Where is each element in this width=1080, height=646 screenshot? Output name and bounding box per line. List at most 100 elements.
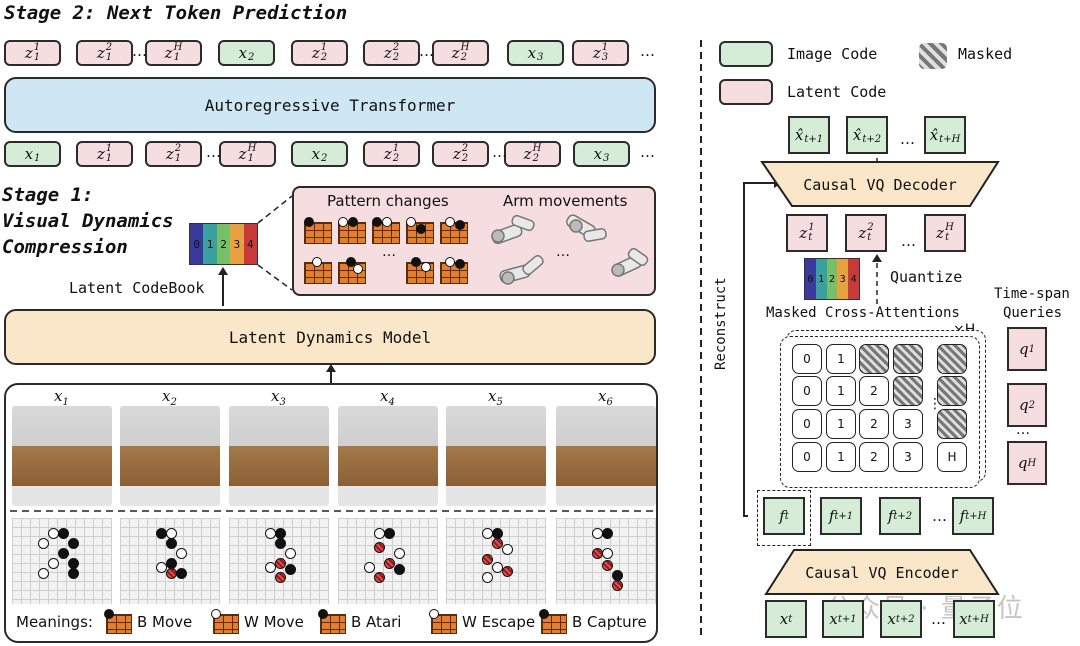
stage1-title-line3: Compression bbox=[2, 236, 128, 258]
meaning-board-0 bbox=[106, 614, 132, 634]
meaning-stone-1 bbox=[211, 609, 221, 619]
frame-image-3 bbox=[338, 406, 438, 506]
mask-cell-0-0: 0 bbox=[792, 344, 822, 374]
masked-cross-attentions-label: Masked Cross-Attentions bbox=[766, 305, 960, 321]
go-stone-2-2 bbox=[275, 538, 286, 549]
go-stone-4-3 bbox=[502, 544, 513, 555]
pattern-stone-8-1 bbox=[455, 259, 465, 269]
bottom-token-4: x 2 bbox=[291, 141, 348, 167]
arrow-head-codebook bbox=[218, 267, 228, 275]
inputs-ellipsis: … bbox=[931, 610, 946, 628]
go-stone-5-1 bbox=[602, 528, 613, 539]
meaning-board-3 bbox=[431, 614, 457, 634]
go-stone-3-5 bbox=[364, 562, 375, 573]
frame-image-1 bbox=[120, 406, 220, 506]
frame-image-4 bbox=[446, 406, 546, 506]
reconstruct-line bbox=[743, 182, 776, 517]
pattern-stone-0-0 bbox=[304, 217, 314, 227]
arm-sketch-2 bbox=[499, 254, 544, 285]
go-stone-4-6 bbox=[502, 566, 513, 577]
codebook-main-code-3: 3 bbox=[230, 224, 244, 264]
meaning-label-4: B Capture bbox=[572, 613, 647, 631]
meanings-label: Meanings: bbox=[16, 613, 93, 631]
go-board-0 bbox=[12, 518, 112, 604]
codebook-small-code-1: 1 bbox=[815, 259, 827, 299]
meaning-board-4 bbox=[541, 614, 567, 634]
frame-image-0 bbox=[12, 406, 112, 506]
frame-image-5 bbox=[556, 406, 656, 506]
go-stone-3-4 bbox=[384, 558, 395, 569]
arm-sketch-1 bbox=[491, 214, 535, 245]
mask-cell-1-5 bbox=[937, 376, 967, 406]
mask-cell-0-1: 1 bbox=[826, 344, 856, 374]
latent-dynamics-model: Latent Dynamics Model bbox=[4, 309, 656, 365]
go-stone-4-2 bbox=[492, 538, 503, 549]
bottom-token-0: x 1 bbox=[4, 141, 61, 167]
codebook-small-code-0: 0 bbox=[805, 259, 816, 299]
legend-masked-label: Masked bbox=[958, 45, 1013, 63]
meaning-label-1: W Move bbox=[244, 613, 304, 631]
go-stone-5-6 bbox=[612, 580, 623, 591]
latents-ellipsis: … bbox=[901, 232, 916, 250]
top-token-3: x 2 bbox=[218, 40, 275, 66]
mask-cell-0-3 bbox=[893, 344, 923, 374]
decoder-output-0: x̂ t+1 bbox=[788, 116, 830, 154]
top-ellipsis-2: … bbox=[640, 42, 655, 60]
pattern-changes-title: Pattern changes bbox=[327, 192, 449, 210]
go-stone-0-4 bbox=[58, 548, 69, 559]
go-stone-1-6 bbox=[176, 568, 187, 579]
go-stone-3-6 bbox=[394, 564, 405, 575]
mask-cell-3-0: 0 bbox=[792, 442, 822, 472]
go-board-4 bbox=[446, 518, 546, 604]
codebook-main-code-1: 1 bbox=[203, 224, 217, 264]
go-stone-4-7 bbox=[482, 572, 493, 583]
meaning-label-3: W Escape bbox=[462, 613, 536, 631]
arm-ellipsis: … bbox=[556, 244, 570, 260]
go-stone-1-7 bbox=[166, 568, 177, 579]
go-stone-0-8 bbox=[68, 568, 79, 579]
codebook-main-code-2: 2 bbox=[216, 224, 231, 264]
pattern-board-1 bbox=[338, 222, 366, 244]
mask-cell-1-0: 0 bbox=[792, 376, 822, 406]
pattern-stone-6-1 bbox=[353, 264, 363, 274]
frame-label-2: x3 bbox=[271, 387, 286, 408]
pattern-stone-2-1 bbox=[382, 217, 392, 227]
frame-label-5: x6 bbox=[598, 387, 613, 408]
pattern-stone-1-0 bbox=[338, 217, 348, 227]
arm-illustrations bbox=[491, 214, 649, 285]
go-stone-0-2 bbox=[38, 538, 49, 549]
go-stone-3-7 bbox=[374, 572, 385, 583]
codebook-small-code-2: 2 bbox=[826, 259, 838, 299]
mask-cell-1-3 bbox=[893, 376, 923, 406]
features-ellipsis: … bbox=[932, 507, 947, 525]
mask-cell-1-1: 1 bbox=[826, 376, 856, 406]
pattern-stone-3-1 bbox=[416, 224, 426, 234]
bottom-ellipsis-0: … bbox=[206, 143, 221, 161]
reconstruct-label: Reconstruct bbox=[713, 277, 729, 370]
top-ellipsis-0: … bbox=[132, 42, 147, 60]
bottom-ellipsis-1: … bbox=[492, 143, 507, 161]
go-stone-0-7 bbox=[38, 568, 49, 579]
mask-cell-0-5 bbox=[937, 344, 967, 374]
